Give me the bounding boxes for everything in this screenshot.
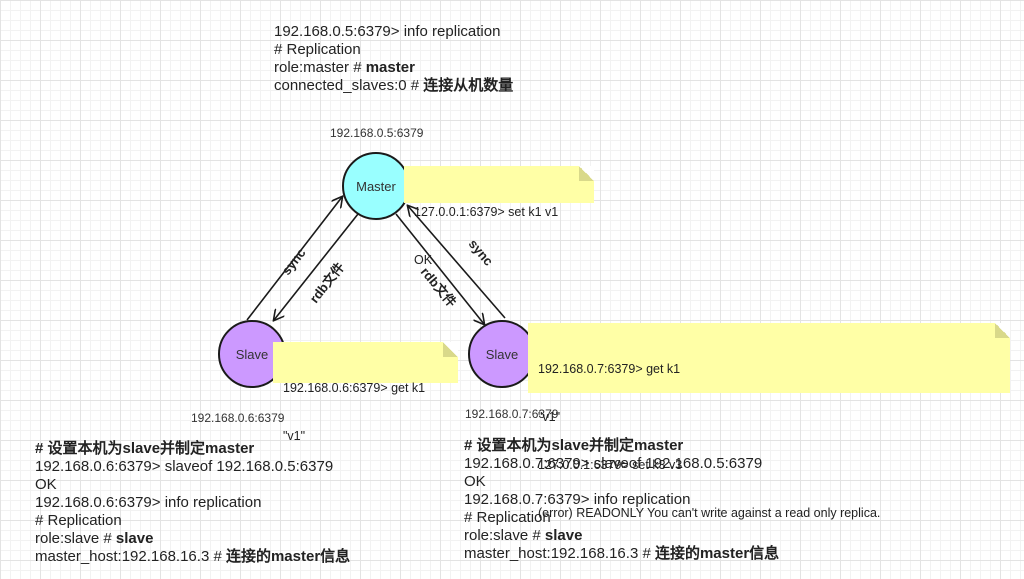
- text-line: # 设置本机为slave并制定master: [35, 440, 350, 458]
- slave-left-ip-label: 192.168.0.6:6379: [191, 411, 285, 425]
- text-segment: 192.168.0.5:6379> info replication: [274, 23, 501, 40]
- slave-left-note-line: "v1": [283, 429, 306, 443]
- text-segment: # 设置本机为slave并制定master: [464, 437, 684, 454]
- text-line: connected_slaves:0 # 连接从机数量: [274, 77, 513, 95]
- text-segment: 192.168.0.7:6379> slaveof 192.168.0.5:63…: [464, 455, 763, 472]
- master-node-label: Master: [356, 178, 396, 194]
- text-segment: master_host:192.168.16.3 #: [464, 545, 655, 562]
- slave-left-note: 192.168.0.6:6379> get k1 "v1": [273, 342, 458, 443]
- text-line: 192.168.0.7:6379> info replication: [464, 491, 779, 509]
- text-line: # Replication: [274, 41, 513, 59]
- text-line: role:slave # slave: [464, 527, 779, 545]
- note-fold-icon: [995, 323, 1010, 338]
- text-segment: connected_slaves:0 #: [274, 77, 424, 94]
- text-line: role:master # master: [274, 59, 513, 77]
- text-segment: 连接从机数量: [423, 77, 514, 94]
- master-ip-label: 192.168.0.5:6379: [330, 126, 424, 140]
- master-note: 127.0.0.1:6379> set k1 v1 OK: [404, 166, 594, 267]
- slave-right-ip-label: 192.168.0.7:6379: [465, 407, 559, 421]
- text-segment: 连接的master信息: [654, 545, 780, 562]
- slave-left-node-label: Slave: [235, 346, 269, 362]
- text-line: 192.168.0.7:6379> slaveof 192.168.0.5:63…: [464, 455, 779, 473]
- master-node: Master: [342, 152, 410, 220]
- text-segment: 连接的master信息: [225, 548, 351, 565]
- slave-right-note-line: "v1": [538, 410, 561, 424]
- text-segment: slave: [115, 530, 154, 547]
- text-line: OK: [35, 476, 350, 494]
- text-line: # Replication: [35, 512, 350, 530]
- slave-right-node-label: Slave: [485, 346, 519, 362]
- text-segment: # 设置本机为slave并制定master: [35, 440, 255, 457]
- text-segment: 192.168.0.6:6379> info replication: [35, 494, 262, 511]
- text-segment: role:slave #: [464, 527, 545, 544]
- text-line: OK: [464, 473, 779, 491]
- text-segment: slave: [544, 527, 583, 544]
- note-fold-icon: [579, 166, 594, 181]
- text-segment: OK: [35, 476, 57, 493]
- text-segment: role:master #: [274, 59, 366, 76]
- slave-left-note-line: 192.168.0.6:6379> get k1: [283, 381, 426, 395]
- text-segment: master: [365, 59, 415, 76]
- text-segment: master_host:192.168.16.3 #: [35, 548, 226, 565]
- text-line: role:slave # slave: [35, 530, 350, 548]
- text-segment: 192.168.0.6:6379> slaveof 192.168.0.5:63…: [35, 458, 334, 475]
- master-note-line: 127.0.0.1:6379> set k1 v1: [414, 205, 559, 219]
- text-segment: role:slave #: [35, 530, 116, 547]
- sync-left-label: sync: [279, 245, 309, 278]
- text-line: master_host:192.168.16.3 # 连接的master信息: [35, 548, 350, 566]
- slave-right-note-line: (error) READONLY You can't write against…: [538, 506, 881, 520]
- slave-right-node: Slave: [468, 320, 536, 388]
- rdb-right-arrow: [395, 213, 484, 324]
- text-line: master_host:192.168.16.3 # 连接的master信息: [464, 545, 779, 563]
- text-segment: 192.168.0.7:6379> info replication: [464, 491, 691, 508]
- text-line: 192.168.0.6:6379> slaveof 192.168.0.5:63…: [35, 458, 350, 476]
- rdb-left-label: rdb文件: [307, 260, 348, 306]
- sync-right-arrow: [408, 206, 506, 319]
- note-fold-icon: [443, 342, 458, 357]
- text-line: # 设置本机为slave并制定master: [464, 437, 779, 455]
- master-info-block: 192.168.0.5:6379> info replication# Repl…: [274, 23, 513, 95]
- rdb-left-arrow: [274, 213, 359, 320]
- text-segment: # Replication: [464, 509, 551, 526]
- sync-left-arrow: [246, 197, 342, 321]
- slave-right-note-line: 127.0.0.1:6379> set k3 v3: [538, 458, 683, 472]
- slave-right-note: 192.168.0.7:6379> get k1 "v1" 127.0.0.1:…: [528, 323, 1010, 520]
- text-line: 192.168.0.5:6379> info replication: [274, 23, 513, 41]
- master-note-line: OK: [414, 253, 433, 267]
- text-segment: OK: [464, 473, 486, 490]
- slave-right-note-line: 192.168.0.7:6379> get k1: [538, 362, 681, 376]
- text-line: 192.168.0.6:6379> info replication: [35, 494, 350, 512]
- text-segment: # Replication: [35, 512, 122, 529]
- text-line: # Replication: [464, 509, 779, 527]
- text-segment: # Replication: [274, 41, 361, 58]
